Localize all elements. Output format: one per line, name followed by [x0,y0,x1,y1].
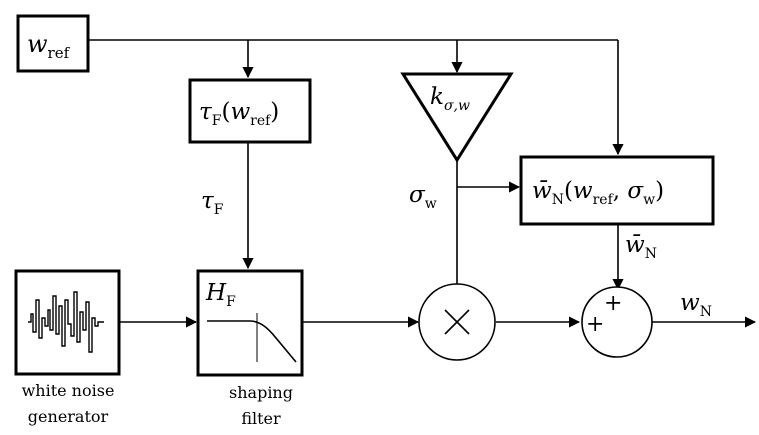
noise-caption-line1: white noise [22,381,115,400]
wref-sub: ref [48,44,71,62]
tauF-symbol: τ [199,99,213,125]
tauF-arg-symbol: w [230,99,250,125]
tauF-signal-label: τF [201,188,224,218]
noise-caption-line2: generator [28,407,109,426]
wbar-arg2-sub: w [643,192,655,208]
svg-text:wref: wref [27,30,71,62]
wref-symbol: w [27,30,48,58]
wbar-sub: N [552,192,564,208]
wbar-signal-label: w̄N [625,232,657,262]
svg-text:τF(wref): τF(wref) [199,99,279,129]
gain-block: kσ,w [400,72,514,163]
svg-text:HF: HF [205,280,236,310]
filter-caption-line1: shaping [229,383,293,402]
wbar-symbol: w̄ [532,178,552,204]
sum-block: + + [581,286,653,358]
filter-sub: F [226,294,236,310]
wbar-arg2-symbol: σ [627,178,644,204]
filter-symbol: H [205,280,227,306]
noise-generator-block [14,269,121,376]
noise-waveform-icon [28,291,104,353]
filter-caption-line2: filter [241,409,281,428]
wbar-arg1-symbol: w [573,178,593,204]
lowpass-response-icon [207,320,297,363]
filter-block: HF [196,269,304,377]
wbar-arg1-sub: ref [593,192,615,208]
gain-sub: σ,w [444,98,470,114]
wbar-function-block: w̄N(wref, σw) [519,155,715,226]
connections [88,39,757,328]
gain-symbol: k [430,84,444,110]
svg-text:w̄N(wref, σw): w̄N(wref, σw) [532,178,664,208]
tauF-sub: F [212,113,222,129]
wN-output-label: wN [680,290,712,320]
tauF-function-block: τF(wref) [188,78,312,144]
wref-block: wref [16,14,90,73]
sum-sign-left: + [586,312,604,337]
tauF-arg-sub: ref [250,113,272,129]
multiply-block [418,283,496,361]
svg-text:kσ,w: kσ,w [430,84,470,114]
sum-sign-top: + [604,291,622,316]
multiply-icon-stroke2 [444,309,470,335]
sigma-w-signal-label: σw [409,182,437,212]
